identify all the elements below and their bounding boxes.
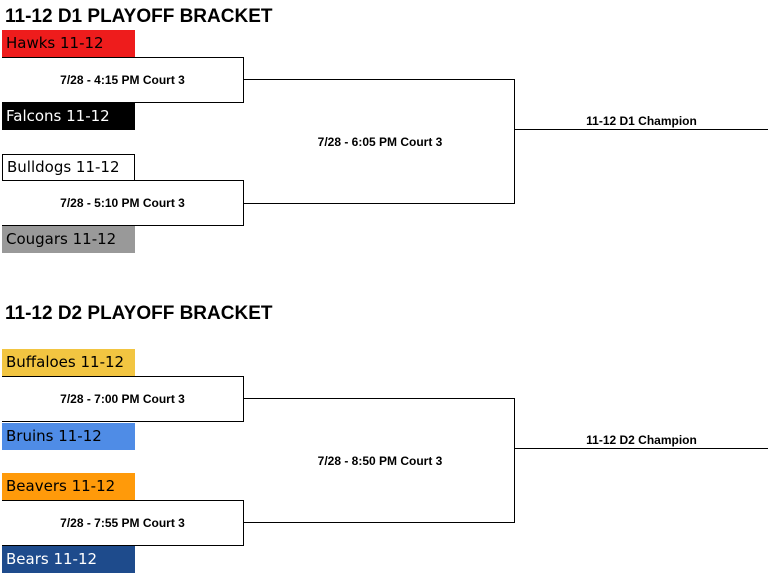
team-bears: Bears 11-12 xyxy=(2,546,135,573)
d1-final-game: 7/28 - 6:05 PM Court 3 xyxy=(317,135,443,149)
d1-game-1: 7/28 - 4:15 PM Court 3 xyxy=(2,57,244,103)
d2-champion-line xyxy=(514,448,768,449)
team-bulldogs: Bulldogs 11-12 xyxy=(2,154,135,181)
d2-connector-top xyxy=(243,398,515,399)
d2-game-2-label: 7/28 - 7:55 PM Court 3 xyxy=(60,516,185,530)
d1-game-2: 7/28 - 5:10 PM Court 3 xyxy=(2,180,244,226)
d2-connector-bottom xyxy=(243,522,515,523)
d2-game-1-label: 7/28 - 7:00 PM Court 3 xyxy=(60,392,185,406)
d1-bracket-title: 11-12 D1 PLAYOFF BRACKET xyxy=(5,6,273,27)
d2-bracket-title: 11-12 D2 PLAYOFF BRACKET xyxy=(5,303,273,324)
d1-connector-vertical xyxy=(514,79,515,204)
d2-game-1: 7/28 - 7:00 PM Court 3 xyxy=(2,376,244,422)
team-cougars: Cougars 11-12 xyxy=(2,226,135,253)
team-hawks: Hawks 11-12 xyxy=(2,30,135,57)
d2-game-2: 7/28 - 7:55 PM Court 3 xyxy=(2,500,244,546)
team-buffaloes: Buffaloes 11-12 xyxy=(2,349,135,376)
team-bruins: Bruins 11-12 xyxy=(2,423,135,450)
d1-champion-label: 11-12 D1 Champion xyxy=(586,114,697,128)
d1-game-2-label: 7/28 - 5:10 PM Court 3 xyxy=(60,196,185,210)
d1-game-1-label: 7/28 - 4:15 PM Court 3 xyxy=(60,73,185,87)
d1-connector-top xyxy=(243,79,515,80)
d1-champion-line xyxy=(514,129,768,130)
team-beavers: Beavers 11-12 xyxy=(2,473,135,500)
d2-final-game: 7/28 - 8:50 PM Court 3 xyxy=(317,454,443,468)
d2-connector-vertical xyxy=(514,398,515,523)
team-falcons: Falcons 11-12 xyxy=(2,103,135,130)
d1-connector-bottom xyxy=(243,203,515,204)
d2-champion-label: 11-12 D2 Champion xyxy=(586,433,697,447)
